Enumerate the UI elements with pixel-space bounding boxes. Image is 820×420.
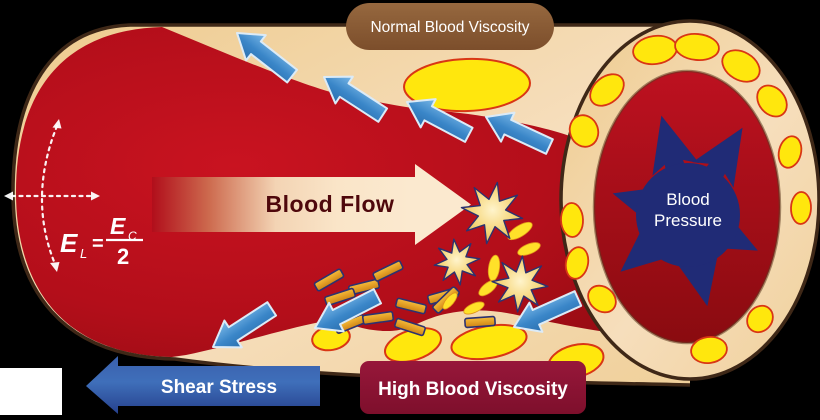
formula-lhs: E: [60, 228, 78, 258]
blood-flow-label: Blood Flow: [266, 191, 395, 217]
formula-equals: =: [92, 233, 104, 255]
blood-pressure-label-line1: Blood: [666, 190, 709, 209]
normal-viscosity-callout: Normal Blood Viscosity: [346, 3, 554, 50]
blood-pressure-label-line2: Pressure: [654, 211, 722, 230]
shear-stress-callout: Shear Stress: [86, 356, 320, 414]
high-viscosity-label: High Blood Viscosity: [378, 379, 568, 400]
blood-flow-arrow: [152, 164, 471, 245]
white-patch: [0, 368, 62, 415]
lipid-fragments: [442, 221, 541, 315]
normal-viscosity-label: Normal Blood Viscosity: [370, 19, 529, 36]
high-viscosity-callout: High Blood Viscosity: [360, 361, 586, 414]
plaque-top: [403, 57, 531, 113]
shear-stress-label: Shear Stress: [161, 377, 277, 398]
formula-denominator: 2: [117, 244, 129, 269]
formula-num: E: [110, 213, 126, 239]
ring-lipid-deposits: [560, 33, 812, 365]
formula-lhs-sub: L: [80, 246, 87, 261]
formula: E L = E C 2: [60, 213, 143, 269]
blood-pressure-star: Blood Pressure: [607, 109, 767, 311]
vessel-cross-section: Blood Pressure: [559, 19, 820, 381]
dashed-coordinate-axes-icon: [10, 124, 94, 266]
axes-arrowheads: [4, 119, 100, 272]
formula-num-sub: C: [128, 229, 137, 243]
